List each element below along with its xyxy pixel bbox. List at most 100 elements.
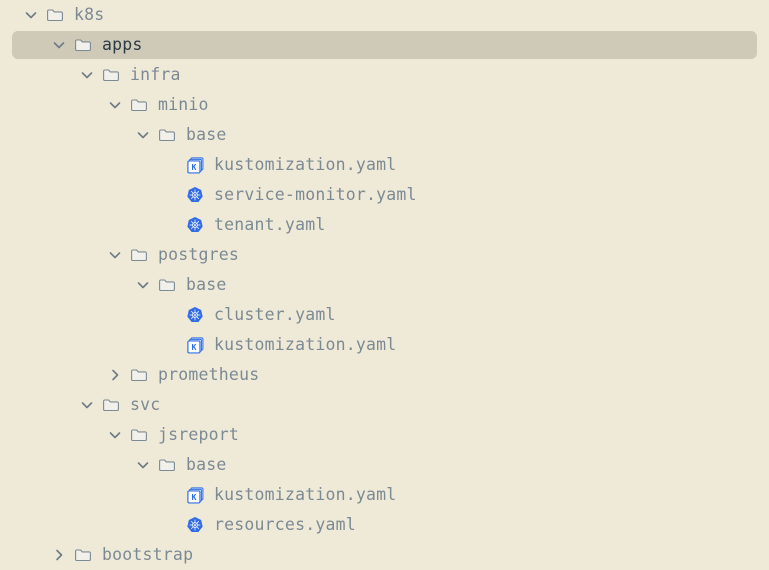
tree-row-folder[interactable]: minio — [0, 90, 769, 120]
folder-icon — [156, 124, 178, 146]
file-name-label: tenant.yaml — [214, 215, 326, 234]
folder-name-label: minio — [158, 95, 209, 114]
folder-icon — [44, 4, 66, 26]
tree-indent-spacer — [0, 195, 160, 196]
folder-name-label: base — [186, 455, 227, 474]
row-selection-highlight — [12, 61, 757, 89]
tree-indent-spacer — [0, 345, 160, 346]
chevron-right-icon[interactable] — [48, 544, 70, 566]
tree-row-file[interactable]: cluster.yaml — [0, 300, 769, 330]
file-name-label: resources.yaml — [214, 515, 356, 534]
file-name-label: kustomization.yaml — [214, 335, 397, 354]
twisty-placeholder — [160, 514, 182, 536]
chevron-right-icon[interactable] — [104, 364, 126, 386]
twisty-placeholder — [160, 304, 182, 326]
kubernetes-icon — [184, 514, 206, 536]
row-selection-highlight — [12, 1, 757, 29]
folder-icon — [156, 274, 178, 296]
folder-icon — [128, 94, 150, 116]
chevron-down-icon[interactable] — [132, 274, 154, 296]
twisty-placeholder — [160, 184, 182, 206]
chevron-down-icon[interactable] — [132, 454, 154, 476]
folder-icon — [156, 454, 178, 476]
tree-row-file[interactable]: tenant.yaml — [0, 210, 769, 240]
folder-name-label: apps — [102, 35, 143, 54]
folder-name-label: postgres — [158, 245, 240, 264]
chevron-down-icon[interactable] — [132, 124, 154, 146]
folder-name-label: infra — [130, 65, 181, 84]
file-name-label: service-monitor.yaml — [214, 185, 417, 204]
kustomize-icon: K — [184, 154, 206, 176]
kustomize-icon: K — [184, 484, 206, 506]
tree-row-file[interactable]: service-monitor.yaml — [0, 180, 769, 210]
folder-icon — [128, 244, 150, 266]
chevron-down-icon[interactable] — [104, 424, 126, 446]
tree-row-folder[interactable]: base — [0, 120, 769, 150]
tree-indent-spacer — [0, 255, 104, 256]
folder-icon — [72, 34, 94, 56]
tree-indent-spacer — [0, 495, 160, 496]
tree-indent-spacer — [0, 465, 132, 466]
tree-indent-spacer — [0, 315, 160, 316]
tree-indent-spacer — [0, 555, 48, 556]
folder-icon — [100, 394, 122, 416]
folder-name-label: svc — [130, 395, 161, 414]
twisty-placeholder — [160, 154, 182, 176]
tree-row-folder[interactable]: bootstrap — [0, 540, 769, 570]
chevron-down-icon[interactable] — [104, 94, 126, 116]
folder-icon — [128, 424, 150, 446]
folder-name-label: k8s — [74, 5, 105, 24]
tree-indent-spacer — [0, 105, 104, 106]
file-name-label: kustomization.yaml — [214, 485, 397, 504]
svg-text:K: K — [191, 341, 196, 351]
twisty-placeholder — [160, 334, 182, 356]
tree-row-folder[interactable]: base — [0, 450, 769, 480]
row-selection-highlight — [12, 391, 757, 419]
tree-indent-spacer — [0, 285, 132, 286]
folder-name-label: base — [186, 125, 227, 144]
svg-text:K: K — [191, 491, 196, 501]
chevron-down-icon[interactable] — [76, 64, 98, 86]
folder-name-label: base — [186, 275, 227, 294]
folder-name-label: prometheus — [158, 365, 260, 384]
folder-icon — [100, 64, 122, 86]
tree-indent-spacer — [0, 405, 76, 406]
kustomize-icon: K — [184, 334, 206, 356]
tree-row-folder[interactable]: infra — [0, 60, 769, 90]
kubernetes-icon — [184, 184, 206, 206]
twisty-placeholder — [160, 484, 182, 506]
folder-icon — [72, 544, 94, 566]
tree-row-folder[interactable]: base — [0, 270, 769, 300]
tree-row-folder[interactable]: svc — [0, 390, 769, 420]
tree-row-folder[interactable]: jsreport — [0, 420, 769, 450]
tree-indent-spacer — [0, 435, 104, 436]
chevron-down-icon[interactable] — [104, 244, 126, 266]
file-name-label: cluster.yaml — [214, 305, 336, 324]
chevron-down-icon[interactable] — [48, 34, 70, 56]
twisty-placeholder — [160, 214, 182, 236]
kubernetes-icon — [184, 214, 206, 236]
tree-row-file[interactable]: resources.yaml — [0, 510, 769, 540]
tree-indent-spacer — [0, 135, 132, 136]
tree-indent-spacer — [0, 15, 20, 16]
tree-indent-spacer — [0, 225, 160, 226]
tree-row-folder[interactable]: prometheus — [0, 360, 769, 390]
folder-icon — [128, 364, 150, 386]
tree-indent-spacer — [0, 75, 76, 76]
svg-text:K: K — [191, 161, 196, 171]
tree-indent-spacer — [0, 375, 104, 376]
tree-row-folder[interactable]: k8s — [0, 0, 769, 30]
tree-row-folder[interactable]: apps — [0, 30, 769, 60]
file-name-label: kustomization.yaml — [214, 155, 397, 174]
chevron-down-icon[interactable] — [76, 394, 98, 416]
folder-name-label: jsreport — [158, 425, 240, 444]
chevron-down-icon[interactable] — [20, 4, 42, 26]
tree-indent-spacer — [0, 165, 160, 166]
kubernetes-icon — [184, 304, 206, 326]
tree-indent-spacer — [0, 45, 48, 46]
tree-row-folder[interactable]: postgres — [0, 240, 769, 270]
